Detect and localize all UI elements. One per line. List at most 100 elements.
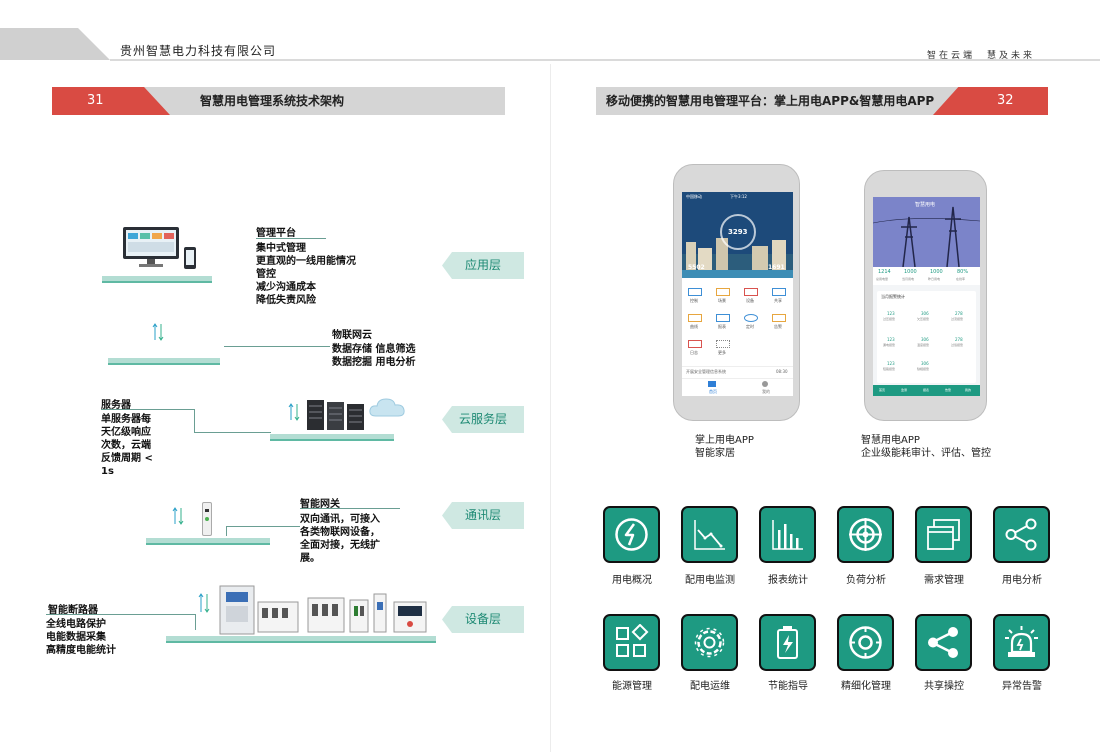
company-name: 贵州智慧电力科技有限公司 (120, 44, 277, 58)
tile-report-stats[interactable] (759, 506, 816, 563)
tile-usage-analysis[interactable] (993, 506, 1050, 563)
phone-mockup-1: 中国移动 下午3:12 3293 5502 1691 控制 场景 设备 共享 曲… (673, 164, 800, 421)
gateway-line: 全面对接，无线扩 (300, 540, 380, 551)
tile-shared-control[interactable] (915, 614, 972, 671)
grid-icon (616, 624, 649, 657)
user-icon[interactable] (762, 381, 768, 387)
phone2-stat-label: 总用电量 (876, 277, 889, 281)
phone1-notice-bar[interactable]: 开展安全管理信息系统 08:30 (682, 366, 793, 376)
tile-label: 异常告警 (1002, 681, 1042, 692)
alarm-icon (1005, 626, 1038, 657)
connector-line (300, 508, 400, 509)
phone2-grid-label: 过流报警 (951, 317, 964, 321)
server-line: 天亿级响应 (101, 427, 151, 438)
server-line: 单服务器每 (101, 414, 151, 425)
tile-label: 配电运维 (690, 681, 730, 692)
phone2-tab[interactable]: 报表 (923, 388, 930, 392)
platform-application (102, 276, 212, 283)
monitor-image (122, 226, 180, 268)
phone1-tab-me[interactable]: 我的 (762, 389, 770, 394)
home-icon[interactable] (708, 381, 716, 387)
management-line: 集中式管理 (256, 243, 306, 254)
phone2-caption-line2: 企业级能耗审计、评估、管控 (861, 448, 991, 459)
phone2-grid-label: 短路报警 (883, 367, 896, 371)
layer-tag-device: 设备层 (442, 606, 524, 633)
iot-cloud-title: 物联网云 (332, 330, 372, 341)
phone1-notice: 开展安全管理信息系统 (686, 369, 726, 374)
phone2-caption-line1: 智慧用电APP (861, 435, 920, 446)
phone1-menu-icon[interactable] (772, 288, 786, 296)
breaker-title: 智能断路器 (48, 605, 98, 616)
phone1-tab-home[interactable]: 首页 (709, 389, 717, 394)
phone1-menu-label: 曲线 (690, 324, 698, 329)
tile-demand-management[interactable] (915, 506, 972, 563)
phone1-menu-icon[interactable] (688, 340, 702, 348)
tile-fine-management[interactable] (837, 614, 894, 671)
phone2-tab[interactable]: 我的 (965, 388, 972, 392)
phone2-grid-label: 缺相报警 (917, 367, 930, 371)
tile-abnormal-alarm[interactable] (993, 614, 1050, 671)
phone2-tab[interactable]: 首页 (879, 388, 886, 392)
tile-energy-saving[interactable] (759, 614, 816, 671)
phone1-menu-label: 场景 (718, 298, 726, 303)
server-line: 1s (101, 466, 114, 477)
line-chart-icon (694, 520, 725, 550)
right-page-title: 移动便携的智慧用电管理平台：掌上用电APP&智慧用电APP (606, 94, 935, 108)
phone1-menu-icon[interactable] (772, 314, 786, 322)
phone1-tabbar: 首页 我的 (682, 378, 793, 396)
phone2-app-title: 智慧用电 (915, 202, 936, 208)
layer-tag-application: 应用层 (442, 252, 524, 279)
phone1-hero: 中国移动 下午3:12 3293 5502 1691 (682, 192, 793, 278)
target-icon (849, 518, 882, 551)
iot-cloud-line: 数据存储 信息筛选 (332, 344, 416, 355)
phone1-notice-time: 08:30 (776, 369, 788, 374)
phone2-tab[interactable]: 监测 (901, 388, 908, 392)
phone2-tabbar: 首页 监测 报表 告警 我的 (873, 385, 980, 396)
phone2-stat-label: 当月用电 (902, 277, 915, 281)
server-title: 服务器 (101, 400, 131, 411)
phone1-menu-icon[interactable] (716, 340, 730, 348)
battery-icon (777, 626, 798, 659)
phone1-menu-label: 更多 (718, 350, 726, 355)
phone1-menu-icon[interactable] (688, 314, 702, 322)
tile-distribution-maintenance[interactable] (681, 614, 738, 671)
tile-energy-management[interactable] (603, 614, 660, 671)
slogan-right: 慧及未来 (987, 51, 1036, 61)
phone1-menu-icon[interactable] (744, 288, 758, 296)
phone2-grid-value: 278 (955, 337, 963, 342)
phone1-menu-label: 控制 (690, 298, 698, 303)
phone1-menu-icon[interactable] (716, 288, 730, 296)
tile-load-analysis[interactable] (837, 506, 894, 563)
phone-image (184, 247, 196, 269)
server-line: 次数，云端 (101, 440, 151, 451)
management-line: 减少沟通成本 (256, 282, 316, 293)
phone2-grid-label: 欠压报警 (917, 317, 930, 321)
phone2-screen: 智慧用电 1214 总用电量 1000 当月用电 1000 昨日用电 80% 在… (873, 197, 980, 396)
phone1-menu-icon[interactable] (688, 288, 702, 296)
phone2-grid-label: 过压报警 (883, 317, 896, 321)
tile-label: 报表统计 (768, 575, 808, 586)
phone2-tab[interactable]: 告警 (945, 388, 952, 392)
phone1-caption-line2: 智能家居 (695, 448, 735, 459)
tile-label: 精细化管理 (841, 681, 891, 692)
phone2-grid-value: 306 (921, 311, 929, 316)
phone2-stat-value: 80% (957, 269, 969, 275)
tile-power-overview[interactable] (603, 506, 660, 563)
layer-tag-communication: 通讯层 (442, 502, 524, 529)
phone1-menu-icon[interactable] (744, 314, 758, 322)
management-line: 管控 (256, 269, 276, 280)
header-divider (550, 64, 551, 752)
phone2-alarm-card: 当月报警统计 123 过压报警 306 欠压报警 278 过流报警 123 漏电… (877, 291, 976, 383)
updown-arrow-icon (152, 322, 164, 342)
tile-distribution-monitor[interactable] (681, 506, 738, 563)
phone1-menu-icon[interactable] (716, 314, 730, 322)
phone1-gauge (720, 214, 756, 250)
updown-arrow-icon (172, 506, 184, 526)
phone2-grid-value: 306 (921, 361, 929, 366)
phone2-grid-value: 123 (887, 361, 895, 366)
phone2-stats: 1214 总用电量 1000 当月用电 1000 昨日用电 80% 在线率 (873, 267, 980, 285)
breaker-line: 高精度电能统计 (46, 645, 116, 656)
phone1-menu-label: 共享 (774, 298, 782, 303)
iot-cloud-line: 数据挖掘 用电分析 (332, 357, 416, 368)
phone1-menu-label: 日志 (690, 350, 698, 355)
